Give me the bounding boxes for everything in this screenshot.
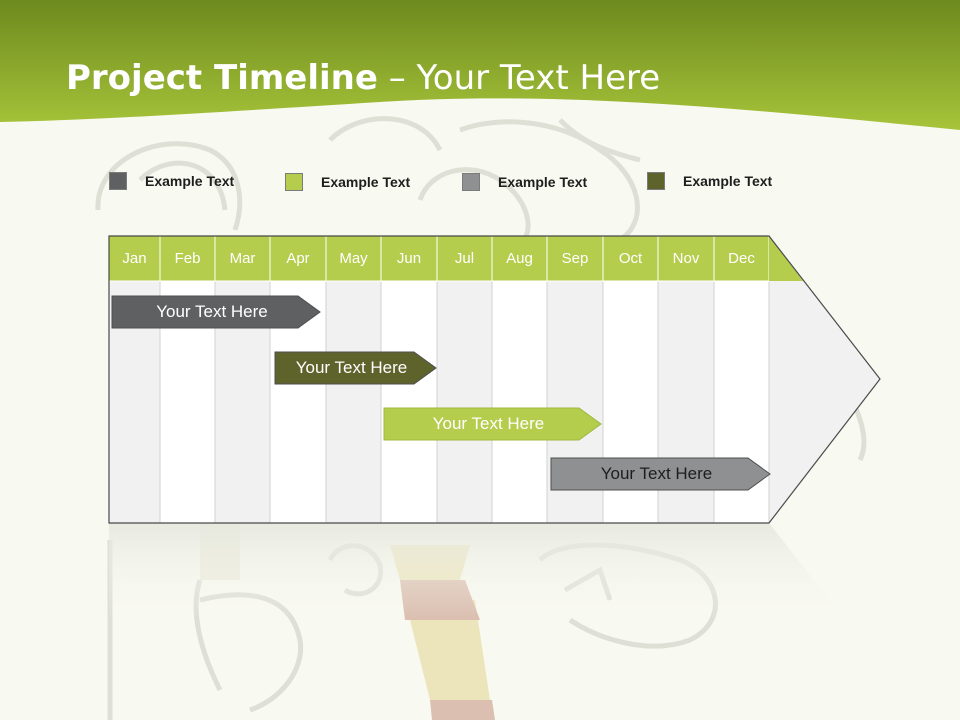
task-bar-4 [550, 457, 771, 491]
legend-label: Example Text [321, 174, 411, 190]
month-label-oct: Oct [618, 250, 643, 267]
month-label-jul: Jul [454, 250, 475, 267]
month-label-feb: Feb [174, 250, 201, 267]
task-bar-2 [274, 351, 437, 385]
month-header-cell [657, 235, 715, 282]
month-column-jul [436, 280, 493, 524]
legend-label: Example Text [145, 173, 235, 189]
month-header-cell [491, 235, 548, 282]
timeline-reflection [109, 523, 845, 620]
month-column-may [325, 280, 382, 524]
task-label-3: Your Text Here [432, 414, 545, 433]
legend-item-1: Example Text [109, 171, 234, 191]
legend-swatch [647, 172, 665, 190]
page-title: Project Timeline – Your Text Here [66, 58, 660, 98]
task-label-4: Your Text Here [600, 464, 713, 483]
month-label-mar: Mar [229, 250, 256, 267]
month-header-cell [436, 235, 493, 282]
month-label-aug: Aug [506, 250, 533, 267]
title-bold: Project Timeline [66, 58, 378, 98]
month-header-cell [159, 235, 216, 282]
month-label-dec: Dec [728, 250, 755, 267]
legend-item-4: Example Text [647, 171, 772, 191]
legend-swatch [109, 172, 127, 190]
legend-label: Example Text [498, 174, 588, 190]
header-band [0, 0, 960, 130]
month-header-cell [108, 235, 161, 282]
legend-item-2: Example Text [285, 172, 410, 192]
month-label-jun: Jun [396, 250, 422, 267]
legend-swatch [285, 173, 303, 191]
legend-swatch [462, 173, 480, 191]
timeline-outline [108, 235, 881, 524]
month-header-cell [602, 235, 659, 282]
month-header-cell [546, 235, 604, 282]
month-column-jun [380, 280, 438, 524]
month-column-aug [491, 280, 548, 524]
month-header-cell [713, 235, 770, 282]
title-rest: – Your Text Here [377, 58, 661, 98]
legend-label: Example Text [683, 173, 773, 189]
task-label-2: Your Text Here [295, 358, 408, 377]
month-header-cell [269, 235, 327, 282]
month-label-may: May [339, 250, 368, 267]
month-label-apr: Apr [286, 250, 310, 267]
month-label-jan: Jan [122, 250, 147, 267]
month-label-sep: Sep [561, 250, 589, 267]
task-bar-3 [383, 407, 602, 441]
month-label-nov: Nov [672, 250, 700, 267]
task-label-1: Your Text Here [156, 302, 268, 321]
arrow-head [769, 236, 880, 523]
legend-item-3: Example Text [462, 172, 587, 192]
task-bar-1 [111, 295, 321, 329]
